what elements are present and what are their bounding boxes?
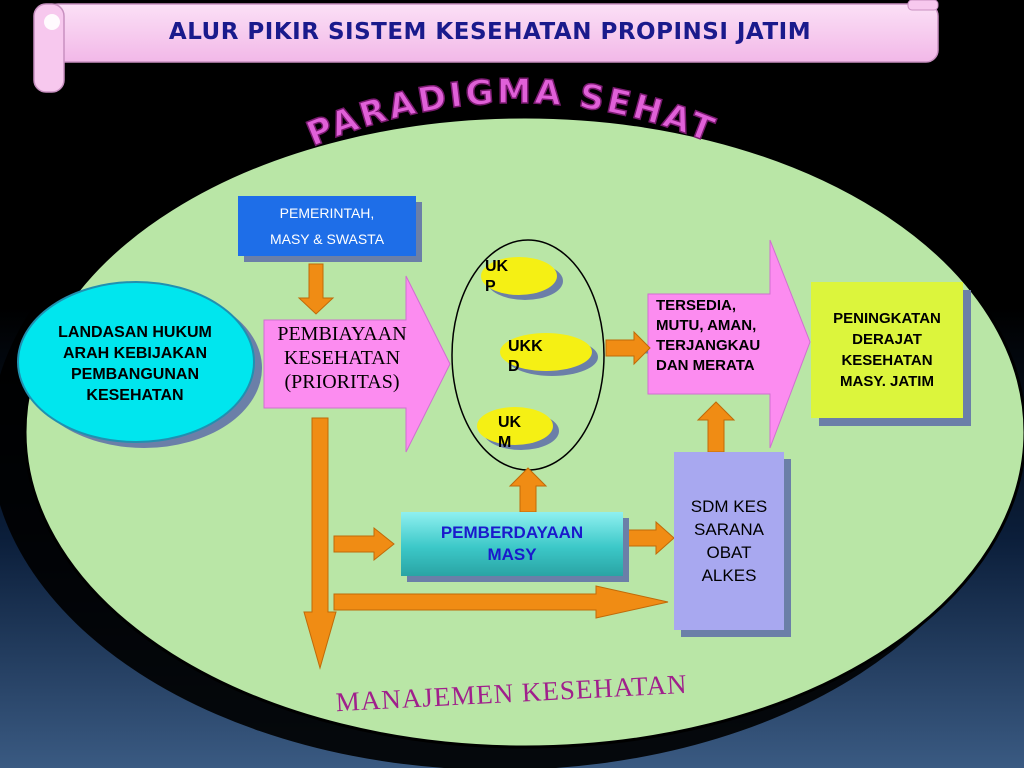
tersedia-line2: MUTU, AMAN,	[656, 317, 757, 334]
title-banner	[33, 0, 939, 93]
ukkd-label: UKK D	[508, 337, 588, 377]
landasan-line1: LANDASAN HUKUM	[58, 324, 212, 341]
pembiayaan-line3: (PRIORITAS)	[284, 371, 400, 393]
pembiayaan-arrow	[263, 275, 451, 453]
sdm-box: SDM KES SARANA OBAT ALKES	[674, 452, 784, 630]
pemberdayaan-line1: PEMBERDAYAAN	[440, 523, 584, 542]
ukkd-oval	[500, 333, 592, 371]
peningkatan-line4: MASY. JATIM	[840, 373, 934, 390]
pembiayaan-line1: PEMBIAYAAN	[277, 323, 407, 345]
sdm-line2: SARANA	[694, 520, 764, 539]
tersedia-line4: DAN MERATA	[656, 357, 755, 374]
peningkatan-line1: PENINGKATAN	[833, 310, 941, 327]
peningkatan-box: PENINGKATAN DERAJAT KESEHATAN MASY. JATI…	[811, 282, 963, 418]
orange-arrows	[297, 263, 736, 670]
ukp-line1: UK	[485, 258, 509, 275]
sdm-line4: ALKES	[701, 566, 757, 585]
pemerintah-line2: MASY & SWASTA	[269, 231, 385, 247]
peningkatan-line2: DERAJAT	[852, 331, 922, 348]
tersedia-line3: TERJANGKAU	[656, 337, 761, 354]
pemerintah-line1: PEMERINTAH,	[279, 205, 375, 221]
tersedia-line1: TERSEDIA,	[656, 297, 737, 314]
sdm-line1: SDM KES	[690, 497, 768, 516]
pemerintah-box: PEMERINTAH, MASY & SWASTA	[238, 196, 416, 256]
landasan-line4: KESEHATAN	[86, 387, 184, 404]
ukkd-line2: D	[508, 358, 520, 375]
paradigma-sehat-title: PARADIGMA SEHAT	[301, 72, 722, 155]
landasan-ellipse	[17, 281, 255, 443]
landasan-text: LANDASAN HUKUM ARAH KEBIJAKAN PEMBANGUNA…	[30, 322, 240, 406]
tersedia-arrow	[647, 239, 811, 449]
manajemen-kesehatan-title: MANAJEMEN KESEHATAN	[335, 669, 688, 717]
ukm-line1: UK	[498, 414, 522, 431]
pembiayaan-text: PEMBIAYAAN KESEHATAN (PRIORITAS)	[262, 322, 422, 394]
ukkd-line1: UKK	[508, 338, 543, 355]
pemberdayaan-box: PEMBERDAYAAN MASY	[401, 512, 623, 576]
ukm-label: UK M	[498, 413, 568, 453]
ukp-label: UK P	[485, 257, 555, 297]
ukm-line2: M	[498, 434, 512, 451]
ukm-oval	[477, 407, 553, 445]
pembiayaan-line2: KESEHATAN	[283, 347, 401, 369]
tersedia-text: TERSEDIA, MUTU, AMAN, TERJANGKAU DAN MER…	[656, 296, 806, 376]
ukp-oval	[481, 257, 557, 295]
peningkatan-line3: KESEHATAN	[841, 352, 933, 369]
sdm-line3: OBAT	[706, 543, 752, 562]
landasan-line3: PEMBANGUNAN	[71, 366, 199, 383]
page-title: ALUR PIKIR SISTEM KESEHATAN PROPINSI JAT…	[168, 19, 812, 45]
ukp-line2: P	[485, 278, 496, 295]
pemberdayaan-line2: MASY	[487, 545, 537, 564]
landasan-line2: ARAH KEBIJAKAN	[62, 345, 207, 362]
